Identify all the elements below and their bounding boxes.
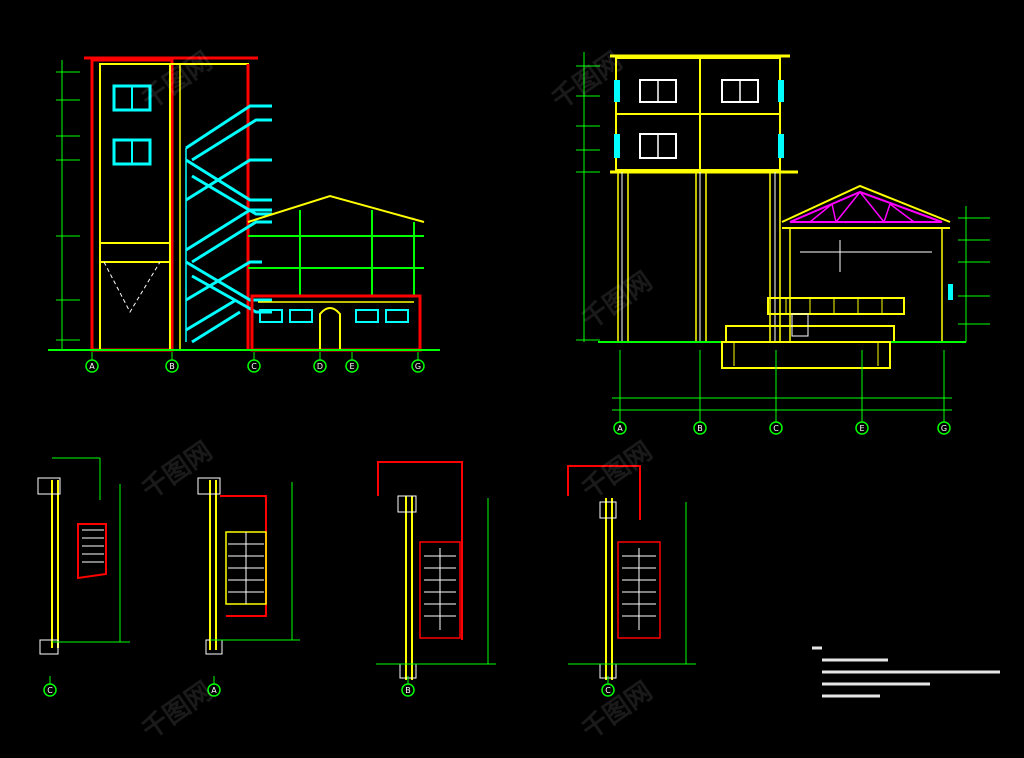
axis-bubble-right-G: G <box>937 414 951 435</box>
axis-bubble-left-G: G <box>411 352 425 373</box>
stair-detail-2 <box>197 477 300 655</box>
stair-detail-3 <box>376 461 496 680</box>
roof-truss <box>781 184 951 342</box>
external-stair <box>185 104 272 344</box>
svg-text:E: E <box>349 362 354 371</box>
svg-text:G: G <box>941 424 947 433</box>
axis-bubble-detail-1: A <box>207 676 221 697</box>
svg-text:E: E <box>859 424 864 433</box>
svg-text:B: B <box>697 424 703 433</box>
axis-bubble-left-A: A <box>85 352 99 373</box>
stair-details <box>37 457 696 680</box>
axis-bubble-detail-2: B <box>401 676 415 697</box>
axis-bubble-left-D: D <box>313 352 327 373</box>
svg-text:C: C <box>773 424 779 433</box>
svg-text:B: B <box>169 362 175 371</box>
svg-text:千图网: 千图网 <box>137 436 218 505</box>
left-elevation <box>48 56 440 352</box>
svg-text:A: A <box>617 424 623 433</box>
axis-bubble-right-A: A <box>613 414 627 435</box>
axis-bubble-detail-0: C <box>43 676 57 697</box>
svg-text:C: C <box>251 362 257 371</box>
svg-text:B: B <box>405 686 411 695</box>
svg-text:千图网: 千图网 <box>577 676 658 745</box>
axis-bubble-left-B: B <box>165 352 179 373</box>
right-section <box>576 52 990 420</box>
axis-labels: A B C D E G A B C E G C A B C <box>43 352 951 697</box>
stair-detail-4 <box>567 465 696 680</box>
svg-text:A: A <box>89 362 95 371</box>
axis-bubble-left-E: E <box>345 352 359 373</box>
notes-block <box>812 646 1000 698</box>
svg-text:千图网: 千图网 <box>137 676 218 745</box>
axis-bubble-right-E: E <box>855 414 869 435</box>
axis-bubble-right-B: B <box>693 414 707 435</box>
svg-text:A: A <box>211 686 217 695</box>
axis-bubble-left-C: C <box>247 352 261 373</box>
axis-bubble-detail-3: C <box>601 676 615 697</box>
svg-text:C: C <box>47 686 53 695</box>
svg-text:千图网: 千图网 <box>577 436 658 505</box>
stair-detail-1 <box>37 457 130 655</box>
svg-text:D: D <box>317 362 323 371</box>
axis-bubble-right-C: C <box>769 414 783 435</box>
svg-text:G: G <box>415 362 421 371</box>
svg-text:C: C <box>605 686 611 695</box>
low-building <box>247 194 425 352</box>
watermark: 千图网 千图网 千图网 千图网 千图网 千图网 千图网 <box>137 46 658 745</box>
